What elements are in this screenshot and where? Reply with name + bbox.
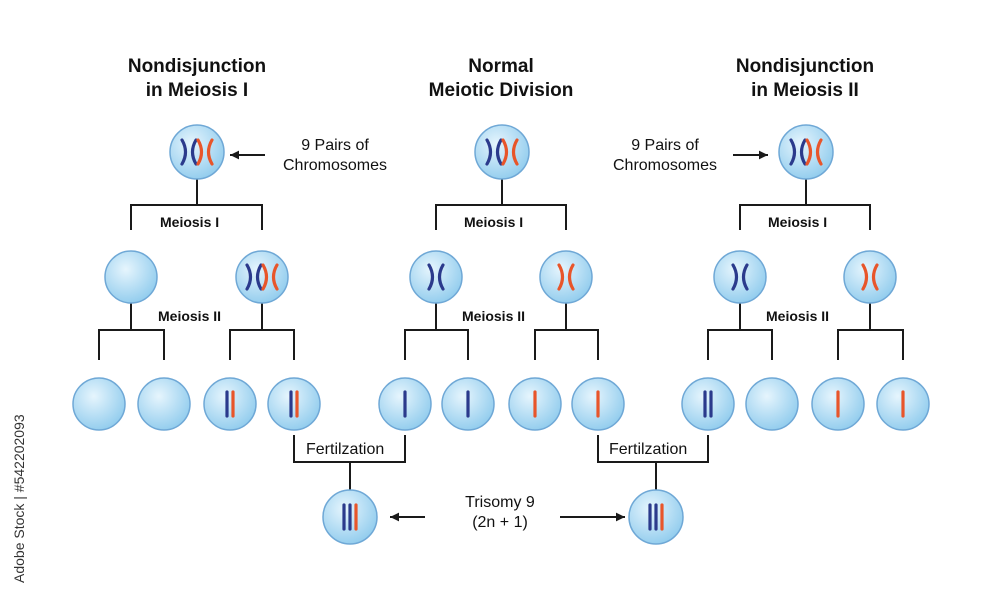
meiosis-2-label-right: Meiosis II: [766, 308, 830, 324]
line-left-l-branch: [98, 329, 165, 360]
meiosis-1-label-center: Meiosis I: [464, 214, 524, 230]
line-fertilization-right: [597, 435, 709, 463]
fertilization-label-right: Fertilzation: [609, 441, 688, 458]
line-right-meiosis1-branch: [739, 204, 871, 230]
cell-trisomy-right: [628, 489, 684, 545]
cell-right-meiosis1-blue: [713, 250, 767, 304]
cell-right-root: [778, 124, 834, 180]
cell-left-meiosis1-pair: [235, 250, 289, 304]
line-center-meiosis1-branch: [435, 204, 567, 230]
pairs-label-left: 9 Pairs of Chromosomes: [282, 137, 388, 174]
cell-trisomy-left: [322, 489, 378, 545]
meiosis-2-label-center: Meiosis II: [462, 308, 526, 324]
cell-center-gamete-4: [571, 377, 625, 431]
arrow-pairs-left: [230, 150, 265, 160]
line-center-l-branch: [404, 329, 469, 360]
cell-center-gamete-1: [378, 377, 432, 431]
cell-left-gamete-3: [203, 377, 257, 431]
meiosis-1-label-left: Meiosis I: [160, 214, 220, 230]
cell-left-meiosis1-empty: [104, 250, 158, 304]
pairs-label-right: 9 Pairs of Chromosomes: [612, 137, 718, 174]
title-nondisjunction-meiosis-1: Nondisjunction in Meiosis I: [127, 56, 267, 101]
fertilization-label-left: Fertilzation: [306, 441, 385, 458]
cell-center-gamete-3: [508, 377, 562, 431]
cell-center-meiosis1-blue: [409, 250, 463, 304]
cell-right-gamete-1: [681, 377, 735, 431]
title-normal-meiotic-division: Normal Meiotic Division: [428, 56, 574, 101]
trisomy-label: Trisomy 9 (2n + 1): [465, 494, 535, 531]
cell-right-meiosis1-red: [843, 250, 897, 304]
cell-right-gamete-4: [876, 377, 930, 431]
stock-watermark: Adobe Stock | #542202093: [11, 414, 27, 583]
line-right-l-branch: [707, 329, 773, 360]
arrow-trisomy-right: [560, 512, 625, 522]
cell-center-gamete-2: [441, 377, 495, 431]
cell-right-gamete-2: [745, 377, 799, 431]
cell-center-meiosis1-red: [539, 250, 593, 304]
line-center-r-branch: [534, 329, 599, 360]
line-right-r-branch: [837, 329, 904, 360]
arrow-trisomy-left: [390, 512, 425, 522]
connector-lines: [98, 150, 904, 522]
line-left-r-branch: [229, 329, 295, 360]
cell-left-gamete-1: [72, 377, 126, 431]
meiosis-1-label-right: Meiosis I: [768, 214, 828, 230]
arrow-pairs-right: [733, 150, 768, 160]
cell-center-root: [474, 124, 530, 180]
cell-left-gamete-4: [267, 377, 321, 431]
line-left-meiosis1-branch: [130, 204, 263, 230]
title-nondisjunction-meiosis-2: Nondisjunction in Meiosis II: [735, 56, 875, 101]
meiosis-2-label-left: Meiosis II: [158, 308, 222, 324]
cell-left-root: [169, 124, 225, 180]
cell-right-gamete-3: [811, 377, 865, 431]
cells: [72, 124, 930, 545]
cell-left-gamete-2: [137, 377, 191, 431]
